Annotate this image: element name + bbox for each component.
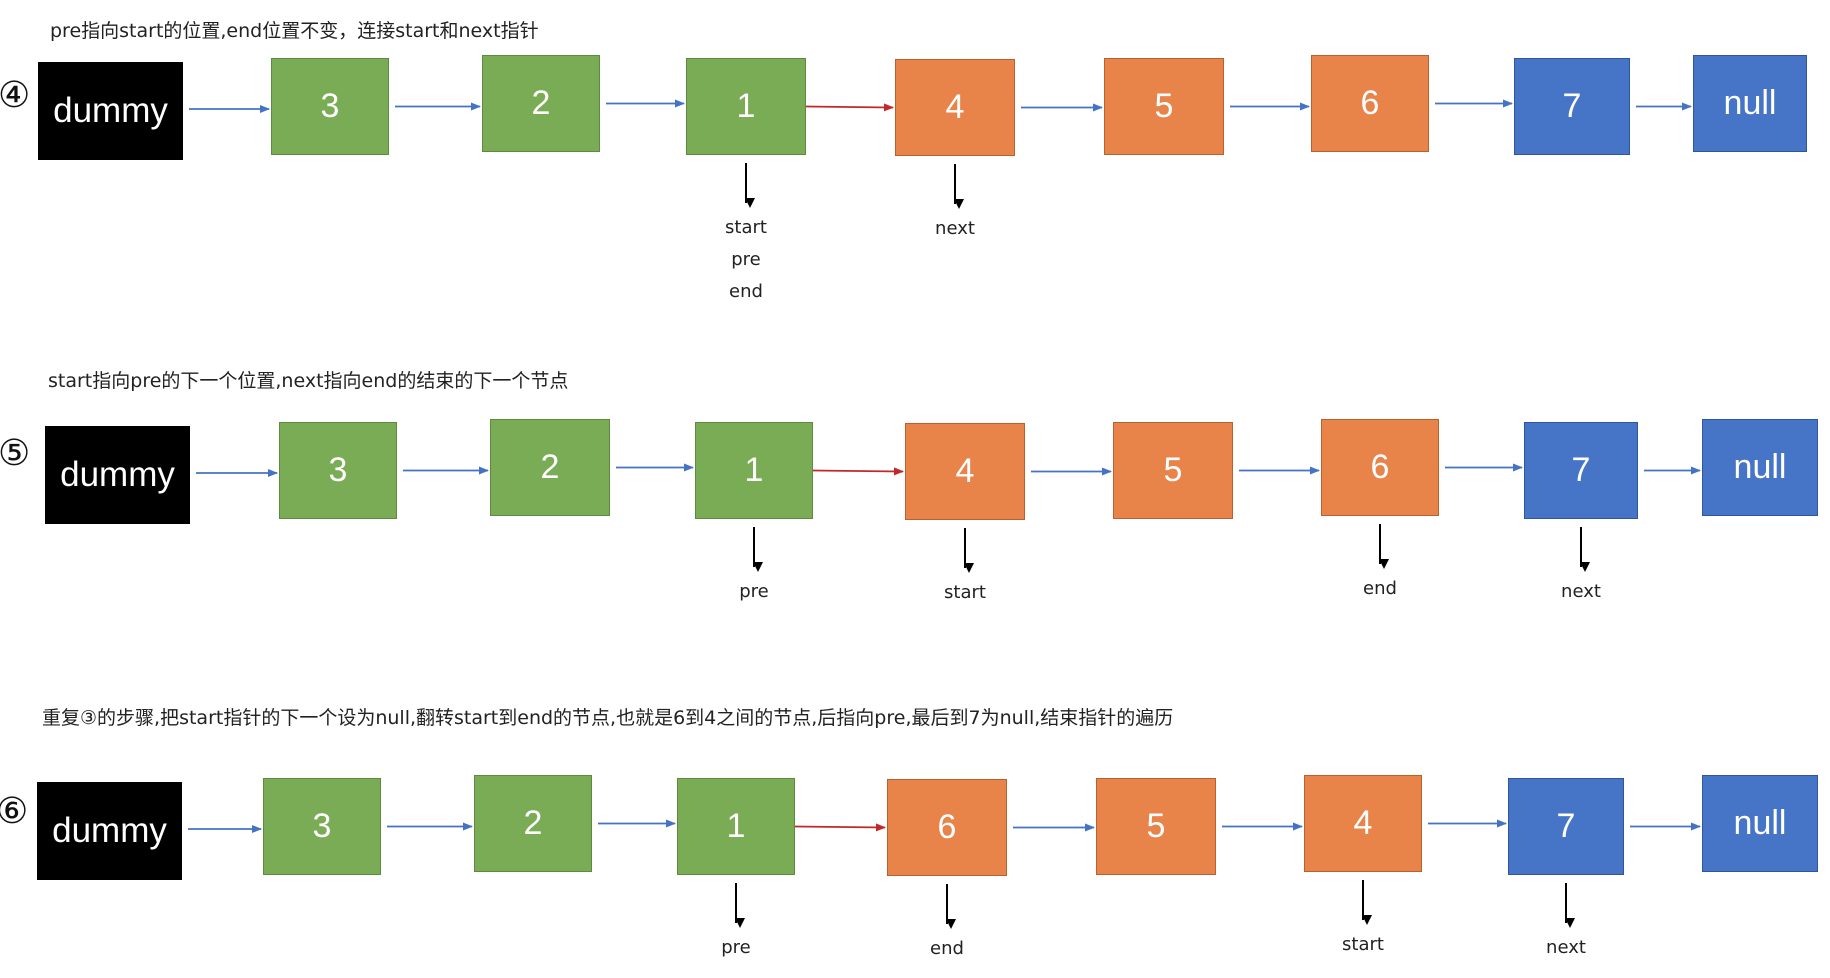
link-arrow	[812, 467, 904, 476]
list-node: 7	[1524, 422, 1638, 519]
pointer-label-end: end	[1363, 578, 1397, 599]
list-node: null	[1702, 775, 1818, 872]
list-node: 3	[271, 58, 389, 155]
list-node: 1	[686, 58, 806, 155]
list-node: 2	[490, 419, 610, 516]
step-caption: pre指向start的位置,end位置不变，连接start和next指针	[50, 20, 539, 42]
step-caption: 重复③的步骤,把start指针的下一个设为null,翻转start到end的节点…	[42, 707, 1174, 729]
list-node: 2	[474, 775, 592, 872]
pointer-label-pre: pre	[739, 581, 769, 602]
link-arrow	[805, 103, 894, 112]
pointer-label-start: start	[725, 217, 767, 238]
list-node: 4	[895, 59, 1015, 156]
list-node: 5	[1113, 422, 1233, 519]
link-arrow	[794, 823, 886, 832]
list-node: null	[1693, 55, 1807, 152]
pointer-label-end: end	[930, 938, 964, 959]
pointer-label-next: next	[1561, 581, 1601, 602]
list-node: 6	[887, 779, 1007, 876]
pointer-label-start: start	[1342, 934, 1384, 955]
pointer-label-pre: pre	[721, 937, 751, 958]
step-caption: start指向pre的下一个位置,next指向end的结束的下一个节点	[48, 370, 569, 392]
list-node: 7	[1508, 778, 1624, 875]
list-node: 2	[482, 55, 600, 152]
step-number: ⑥	[0, 791, 29, 832]
dummy-node: dummy	[37, 782, 182, 880]
list-node: 6	[1311, 55, 1429, 152]
pointer-label-end: end	[729, 281, 763, 302]
list-node: 7	[1514, 58, 1630, 155]
list-node: 6	[1321, 419, 1439, 516]
list-node: 4	[1304, 775, 1422, 872]
pointer-label-start: start	[944, 582, 986, 603]
step-number: ④	[0, 75, 31, 116]
list-node: 1	[695, 422, 813, 519]
list-node: 5	[1104, 58, 1224, 155]
dummy-node: dummy	[45, 426, 190, 524]
pointer-label-pre: pre	[731, 249, 761, 270]
list-node: 3	[279, 422, 397, 519]
list-node: 3	[263, 778, 381, 875]
list-node: 4	[905, 423, 1025, 520]
pointer-label-next: next	[1546, 937, 1586, 958]
list-node: 5	[1096, 778, 1216, 875]
list-node: null	[1702, 419, 1818, 516]
list-node: 1	[677, 778, 795, 875]
dummy-node: dummy	[38, 62, 183, 160]
step-number: ⑤	[0, 433, 31, 474]
pointer-label-next: next	[935, 218, 975, 239]
